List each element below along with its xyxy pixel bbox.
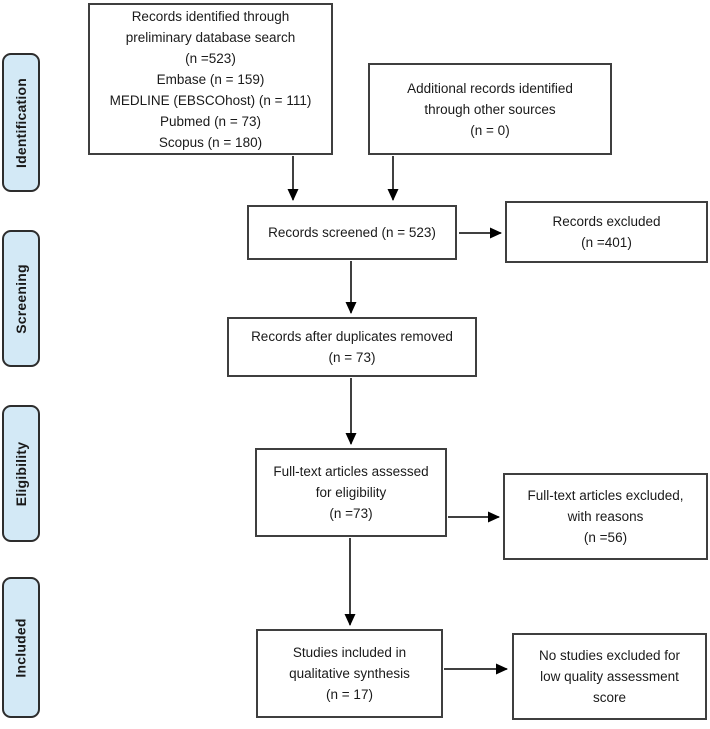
stage-label: Identification	[13, 77, 30, 168]
box-fulltext-assessed: Full-text articles assessed for eligibil…	[255, 448, 447, 537]
box-line: (n =401)	[581, 235, 632, 250]
box-line: through other sources	[424, 101, 556, 117]
box-line: (n =523)	[185, 50, 236, 66]
box-additional-records: Additional records identified through ot…	[368, 63, 612, 155]
box-line: preliminary database search	[125, 29, 296, 45]
box-line: Records excluded	[552, 214, 661, 229]
box-line: (n = 0)	[470, 122, 510, 138]
box-line: Additional records identified	[407, 80, 573, 96]
box-line: Full-text articles excluded,	[527, 488, 684, 503]
box-studies-included: Studies included in qualitative synthesi…	[256, 629, 443, 718]
box-records-excluded: Records excluded (n =401)	[505, 201, 708, 263]
box-line: Embase (n = 159)	[156, 71, 265, 87]
box-fulltext-excluded: Full-text articles excluded, with reason…	[503, 473, 708, 560]
box-line: qualitative synthesis	[289, 666, 410, 681]
stage-label: Eligibility	[13, 441, 29, 506]
box-line: Scopus (n = 180)	[158, 134, 263, 150]
box-line: Studies included in	[292, 645, 407, 660]
box-no-studies-excluded: No studies excluded for low quality asse…	[512, 633, 707, 720]
box-records-identified: Records identified through preliminary d…	[88, 3, 333, 155]
box-line: (n =56)	[583, 530, 628, 545]
box-line: Pubmed (n = 73)	[160, 113, 261, 129]
box-line: Records after duplicates removed	[251, 329, 453, 344]
box-line: (n = 73)	[328, 350, 376, 365]
box-line: Records screened (n = 523)	[268, 225, 436, 240]
box-line: MEDLINE (EBSCOhost) (n = 111)	[109, 92, 312, 108]
box-line: score	[592, 690, 626, 705]
box-line: Full-text articles assessed	[273, 464, 429, 479]
box-line: low quality assessment	[540, 669, 679, 684]
box-line: (n =73)	[329, 506, 373, 521]
stage-eligibility: Eligibility	[2, 405, 40, 542]
box-line: for eligibility	[315, 485, 387, 500]
box-line: Records identified through	[131, 8, 290, 24]
box-duplicates-removed: Records after duplicates removed (n = 73…	[227, 317, 477, 377]
box-records-screened: Records screened (n = 523)	[247, 205, 457, 260]
box-line: No studies excluded for	[538, 648, 681, 663]
stage-identification: Identification	[2, 53, 40, 192]
stage-label: Included	[13, 617, 30, 678]
box-line: with reasons	[567, 509, 644, 524]
box-line: (n = 17)	[326, 687, 373, 702]
stage-screening: Screening	[2, 230, 40, 367]
stage-included: Included	[2, 577, 40, 718]
stage-label: Screening	[13, 263, 29, 334]
